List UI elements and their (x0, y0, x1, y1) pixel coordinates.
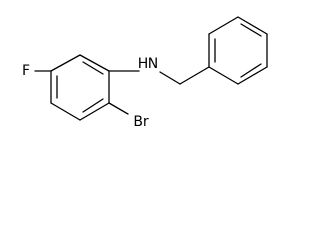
ring-bond (79, 54, 110, 72)
ring-bond (237, 16, 268, 35)
ring-bond (208, 66, 239, 85)
amine-n-label: N (148, 56, 158, 72)
ring-double-bond (240, 63, 262, 78)
ring-bond (79, 102, 110, 121)
bromine-label: Br (133, 114, 149, 130)
amine-h-label: H (138, 56, 149, 72)
aniline-ring (50, 54, 110, 121)
ring-bond (50, 54, 81, 72)
c-br-bond (108, 102, 129, 115)
ch2-phenyl-bond (179, 66, 210, 85)
ring-bond (237, 66, 268, 85)
ring-double-bond (240, 23, 262, 37)
structure-diagram: F H N Br (22, 16, 268, 130)
ring-double-bond (82, 98, 104, 113)
phenyl-ring (208, 16, 268, 85)
ring-bond (50, 102, 81, 121)
n-ch2-bond (159, 71, 181, 85)
ring-bond (208, 16, 239, 35)
fluorine-label: F (22, 63, 30, 79)
ring-double-bond (82, 61, 104, 75)
